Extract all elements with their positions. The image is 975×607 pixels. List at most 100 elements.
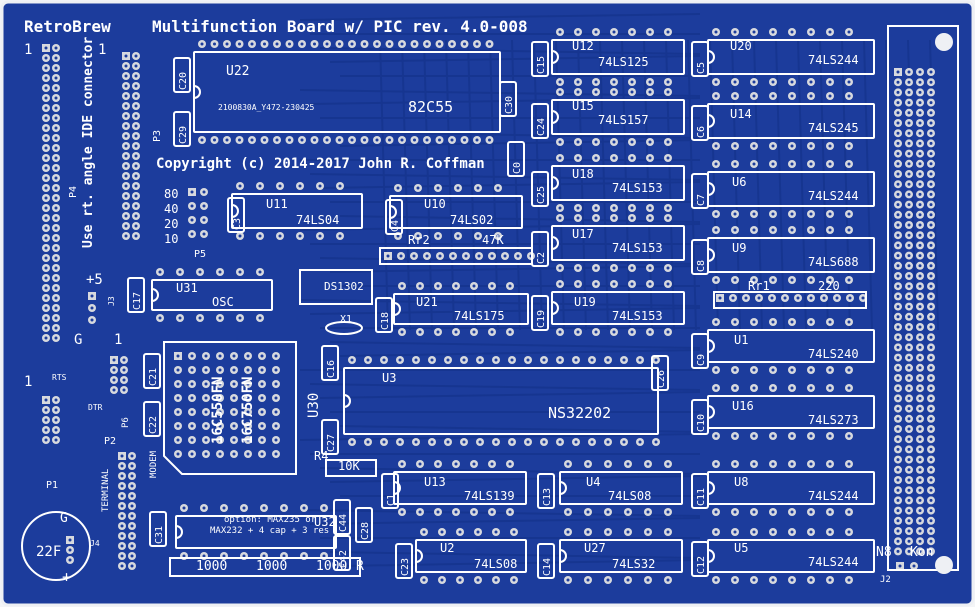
pad-hole	[218, 354, 222, 358]
pad-hole	[375, 138, 379, 142]
pad-hole	[714, 228, 718, 232]
pad-hole	[130, 524, 134, 528]
copyright-label: Copyright (c) 2014-2017 John R. Coffman	[156, 156, 485, 172]
pad-hole	[260, 382, 264, 386]
pad-hole	[929, 376, 933, 380]
pad-hole	[918, 468, 922, 472]
pad-hole	[731, 296, 735, 300]
pad-hole	[666, 330, 670, 334]
pad-hole	[440, 530, 444, 534]
pad-hole	[929, 407, 933, 411]
pin1-notch	[707, 549, 715, 563]
pad-hole	[714, 320, 718, 324]
pad-hole	[260, 424, 264, 428]
pad-hole	[666, 30, 670, 34]
pad-hole	[44, 106, 48, 110]
pad-hole	[714, 462, 718, 466]
pad-hole	[124, 174, 128, 178]
pad-hole	[576, 30, 580, 34]
capacitor-outline	[531, 103, 549, 139]
pad-hole	[714, 578, 718, 582]
pad-hole	[907, 366, 911, 370]
pad-hole	[918, 356, 922, 360]
pad-hole	[422, 530, 426, 534]
connector-ref: J2	[880, 575, 891, 585]
pad-hole	[566, 462, 570, 466]
chip-outline	[559, 471, 683, 505]
pin1-label: 1	[24, 42, 32, 58]
pad-hole	[828, 80, 832, 84]
pad-hole	[809, 368, 813, 372]
pad-hole	[896, 356, 900, 360]
pad-hole	[399, 254, 403, 258]
pad-hole	[414, 358, 418, 362]
pad-hole	[790, 462, 794, 466]
chip-outline	[389, 195, 523, 229]
pad-hole	[896, 254, 900, 258]
pad-hole	[260, 410, 264, 414]
pad-hole	[918, 417, 922, 421]
pad-hole	[508, 330, 512, 334]
pad-hole	[896, 274, 900, 278]
pad-hole	[918, 70, 922, 74]
pad-hole	[918, 345, 922, 349]
pad-hole	[446, 358, 450, 362]
pad-hole	[576, 266, 580, 270]
pad-hole	[929, 254, 933, 258]
pad-hole	[929, 427, 933, 431]
pad-hole	[300, 138, 304, 142]
pad-hole	[828, 212, 832, 216]
pad-hole	[896, 427, 900, 431]
pad-hole	[232, 354, 236, 358]
pad-hole	[558, 206, 562, 210]
pad-hole	[929, 121, 933, 125]
pad-hole	[896, 417, 900, 421]
trace	[533, 39, 543, 331]
pin1-notch	[389, 205, 397, 219]
pad-hole	[476, 186, 480, 190]
pad-hole	[828, 278, 832, 282]
pad-hole	[790, 212, 794, 216]
pad-hole	[438, 138, 441, 142]
pad-hole	[907, 417, 911, 421]
capacitor-ref: C7	[696, 194, 707, 206]
chip-part: 74LS08	[474, 557, 517, 571]
pad-hole	[400, 462, 404, 466]
pad-hole	[44, 266, 48, 270]
pad-hole	[929, 223, 933, 227]
pad-hole	[44, 156, 48, 160]
pad-hole	[218, 410, 222, 414]
pad-hole	[190, 218, 194, 222]
pad-hole	[475, 138, 479, 142]
pad-hole	[130, 544, 134, 548]
chip-part: 74LS125	[598, 55, 649, 69]
capacitor-ref: C20	[178, 72, 189, 90]
capacitor-outline	[381, 473, 399, 509]
pad-hole	[630, 266, 634, 270]
pad-hole	[232, 438, 236, 442]
pad-hole	[238, 42, 241, 46]
pad-hole	[907, 539, 911, 543]
pad-hole	[190, 410, 194, 414]
trace	[339, 349, 701, 357]
pad-hole	[508, 284, 512, 288]
chip-ref: U3	[382, 371, 396, 385]
pad-hole	[907, 396, 911, 400]
pad-hole	[907, 447, 911, 451]
pad-hole	[158, 270, 162, 274]
pad-hole	[594, 30, 598, 34]
pad-hole	[350, 138, 354, 142]
pad-hole	[630, 80, 634, 84]
pad-hole	[318, 184, 322, 188]
chip-ref: U11	[266, 197, 288, 211]
pad-hole	[158, 316, 162, 320]
capacitor-outline	[537, 543, 555, 579]
pad-hole	[907, 172, 911, 176]
pad-hole	[454, 330, 458, 334]
pin1-notch	[151, 288, 159, 302]
board-title: Multifunction Board w/ PIC rev. 4.0-008	[152, 17, 528, 36]
pad-hole	[733, 30, 737, 34]
pad-hole	[790, 434, 794, 438]
pad-hole	[130, 534, 134, 538]
pad-hole	[425, 42, 429, 46]
